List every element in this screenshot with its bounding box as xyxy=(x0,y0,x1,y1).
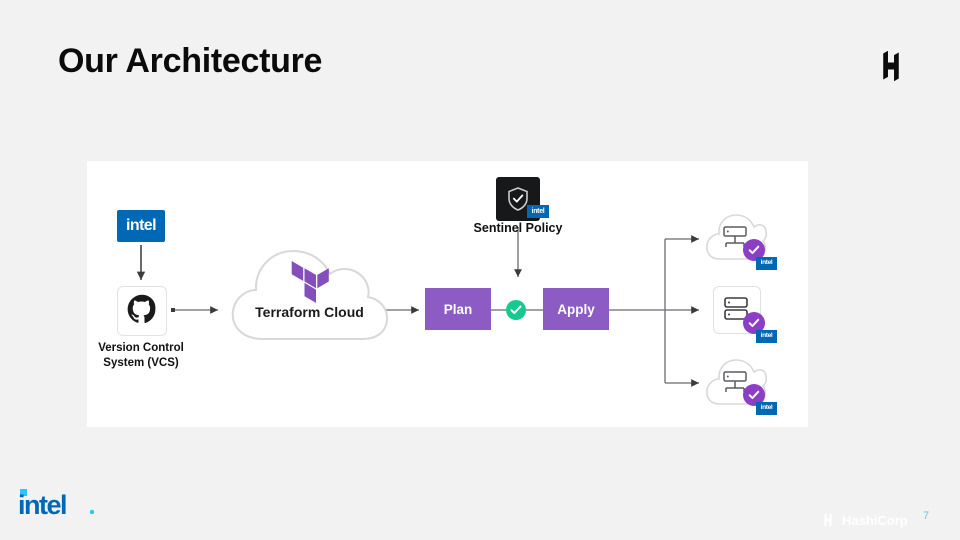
onprem-target-middle[interactable]: intel xyxy=(705,286,777,343)
terraform-cloud-node[interactable]: Terraform Cloud xyxy=(227,241,392,351)
page-title: Our Architecture xyxy=(58,42,323,80)
vcs-label: Version Control System (VCS) xyxy=(81,341,201,371)
cloud-server-icon xyxy=(723,226,747,247)
intel-logo-icon: intel xyxy=(18,487,98,520)
sentinel-intel-badge: intel xyxy=(527,205,549,218)
vcs-label-line1: Version Control xyxy=(98,342,184,354)
github-icon xyxy=(127,294,157,329)
hashicorp-wordmark: HashiCorp xyxy=(842,512,908,528)
architecture-diagram-panel: intel Version Control System (VCS) Terra… xyxy=(87,161,808,427)
intel-badge: intel xyxy=(756,402,777,415)
check-icon xyxy=(743,312,765,334)
check-icon xyxy=(743,384,765,406)
vcs-label-line2: System (VCS) xyxy=(103,357,179,369)
plan-stage[interactable]: Plan xyxy=(425,288,491,330)
policy-check-passed-icon xyxy=(506,300,526,320)
cloud-target-bottom[interactable]: intel xyxy=(705,358,777,415)
intel-badge-text: intel xyxy=(531,208,545,215)
apply-stage[interactable]: Apply xyxy=(543,288,609,330)
hashicorp-logo-icon xyxy=(872,47,910,85)
intel-badge-text: intel xyxy=(760,259,773,267)
sentinel-policy-label: Sentinel Policy xyxy=(473,221,563,235)
terraform-logo-icon xyxy=(291,261,329,303)
check-icon xyxy=(743,239,765,261)
intel-badge: intel xyxy=(756,330,777,343)
cloud-target-top[interactable]: intel xyxy=(705,213,777,270)
hashicorp-footer-logo: HashiCorp xyxy=(820,511,908,529)
intel-badge-text: intel xyxy=(760,404,773,412)
shield-check-icon xyxy=(508,187,528,211)
intel-badge-text: intel xyxy=(760,332,773,340)
page-number: 7 xyxy=(923,510,930,522)
hashicorp-logo-icon xyxy=(824,512,832,528)
intel-badge: intel xyxy=(756,257,777,270)
svg-text:intel: intel xyxy=(18,490,66,517)
intel-wordmark: intel xyxy=(126,217,157,234)
terraform-cloud-label: Terraform Cloud xyxy=(255,304,364,320)
intel-source-logo: intel xyxy=(117,210,165,242)
version-control-system-node[interactable] xyxy=(117,286,167,336)
